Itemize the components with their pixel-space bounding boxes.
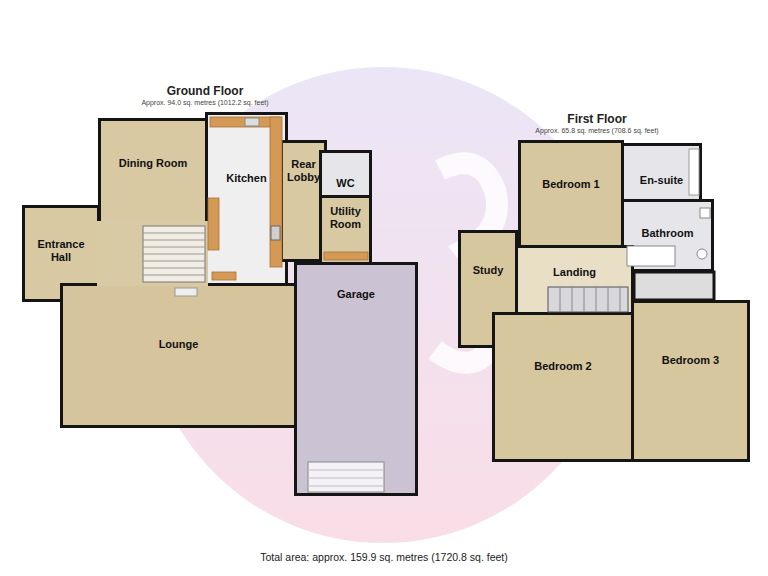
room-label-box: Utility Room	[325, 205, 366, 231]
room: WC	[319, 150, 372, 198]
room: Utility Room	[319, 195, 372, 265]
room: Dining Room	[98, 118, 208, 224]
room: Landing	[515, 245, 634, 318]
garage-door	[308, 462, 384, 492]
room: Bedroom 3	[631, 300, 750, 462]
room-label: Lounge	[66, 338, 291, 351]
room-label-box: Study	[464, 264, 512, 277]
room-label: Bathroom	[627, 227, 708, 240]
room-label-box: Rear Lobby	[286, 158, 321, 184]
room-label: En-suite	[627, 174, 696, 187]
room-label: Study	[464, 264, 512, 277]
hob	[271, 226, 280, 240]
area-note: Approx. 65.8 sq. metres (708.6 sq. feet)	[535, 127, 658, 134]
room-label: Kitchen	[211, 172, 282, 185]
room-label-box: Entrance Hall	[28, 238, 94, 264]
room-label-box: Kitchen	[211, 172, 282, 185]
hall-floor	[97, 221, 208, 286]
room-label-box: En-suite	[627, 174, 696, 187]
room-label: Landing	[521, 266, 628, 279]
room-label: Garage	[300, 288, 412, 301]
room: Garage	[294, 262, 418, 496]
stair-treads	[143, 233, 205, 275]
cupboard	[634, 272, 714, 300]
room-label-box: Lounge	[66, 338, 291, 351]
room: Lounge	[60, 283, 297, 428]
room-label-box: Dining Room	[104, 157, 202, 170]
toilet	[697, 249, 707, 259]
floor-plan-level: Ground FloorApprox. 94.0 sq. metres (101…	[15, 84, 430, 499]
room-label-box: Bathroom	[627, 227, 708, 240]
room: Bedroom 1	[518, 140, 624, 248]
area-note: Approx. 94.0 sq. metres (1012.2 sq. feet…	[141, 99, 268, 106]
caption: Total area: approx. 159.9 sq. metres (17…	[0, 551, 768, 563]
room: Kitchen	[205, 112, 288, 288]
room-label-box: Landing	[521, 266, 628, 279]
room-label: Rear Lobby	[286, 158, 321, 184]
floor-heading: Ground Floor	[167, 84, 244, 98]
room-label-box: WC	[325, 177, 366, 190]
bathtub	[627, 246, 675, 266]
stairwell	[548, 287, 628, 312]
room-label: Bedroom 1	[524, 178, 618, 191]
staircase	[143, 226, 205, 282]
basin	[700, 208, 710, 218]
garage-door-panels	[308, 470, 384, 486]
room-label-box: Bedroom 1	[524, 178, 618, 191]
room-label: WC	[325, 177, 366, 190]
stairwell-treads	[560, 287, 620, 312]
room-label: Bedroom 3	[637, 354, 744, 367]
floor-heading: First Floor	[567, 112, 626, 126]
room-label: Dining Room	[104, 157, 202, 170]
floor-plan-level: First FloorApprox. 65.8 sq. metres (708.…	[455, 112, 755, 467]
room-label-box: Garage	[300, 288, 412, 301]
fireplace	[175, 288, 197, 296]
shower	[689, 149, 699, 195]
room: Bathroom	[621, 199, 714, 272]
room-label-box: Bedroom 3	[637, 354, 744, 367]
room: En-suite	[621, 143, 702, 202]
kitchen-counters	[208, 117, 368, 280]
room-label-box: Bedroom 2	[498, 360, 628, 373]
room-label: Utility Room	[325, 205, 366, 231]
room: Bedroom 2	[492, 312, 634, 462]
room-label: Entrance Hall	[28, 238, 94, 264]
sink	[245, 118, 259, 126]
room-label: Bedroom 2	[498, 360, 628, 373]
